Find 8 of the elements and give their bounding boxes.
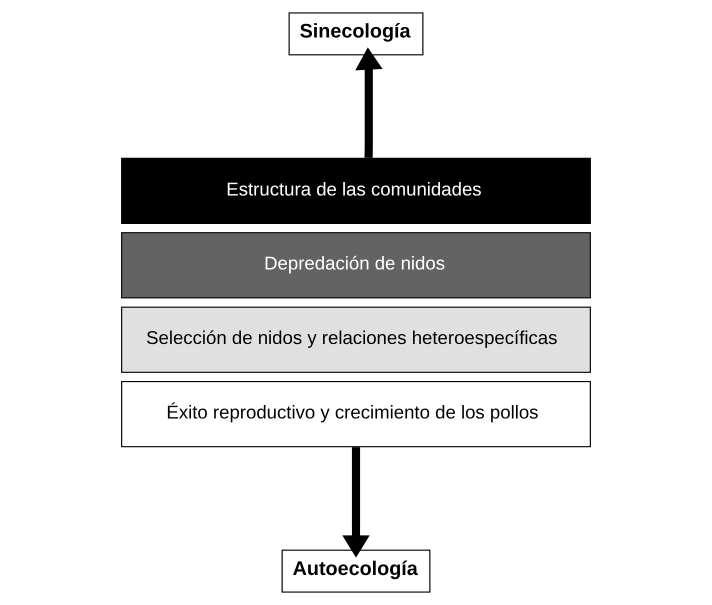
- node-box: Autoecología: [282, 550, 430, 593]
- arrow: [342, 447, 370, 558]
- node-box: Éxito reproductivo y crecimiento de los pollos: [121, 381, 591, 448]
- node-box: Sinecología: [288, 12, 424, 56]
- node-box: Depredación de nidos: [121, 232, 591, 298]
- node-box: Estructura de las comunidades: [121, 158, 591, 224]
- arrow: [355, 47, 383, 158]
- node-box: Selección de nidos y relaciones heteroespecíficas: [121, 306, 591, 373]
